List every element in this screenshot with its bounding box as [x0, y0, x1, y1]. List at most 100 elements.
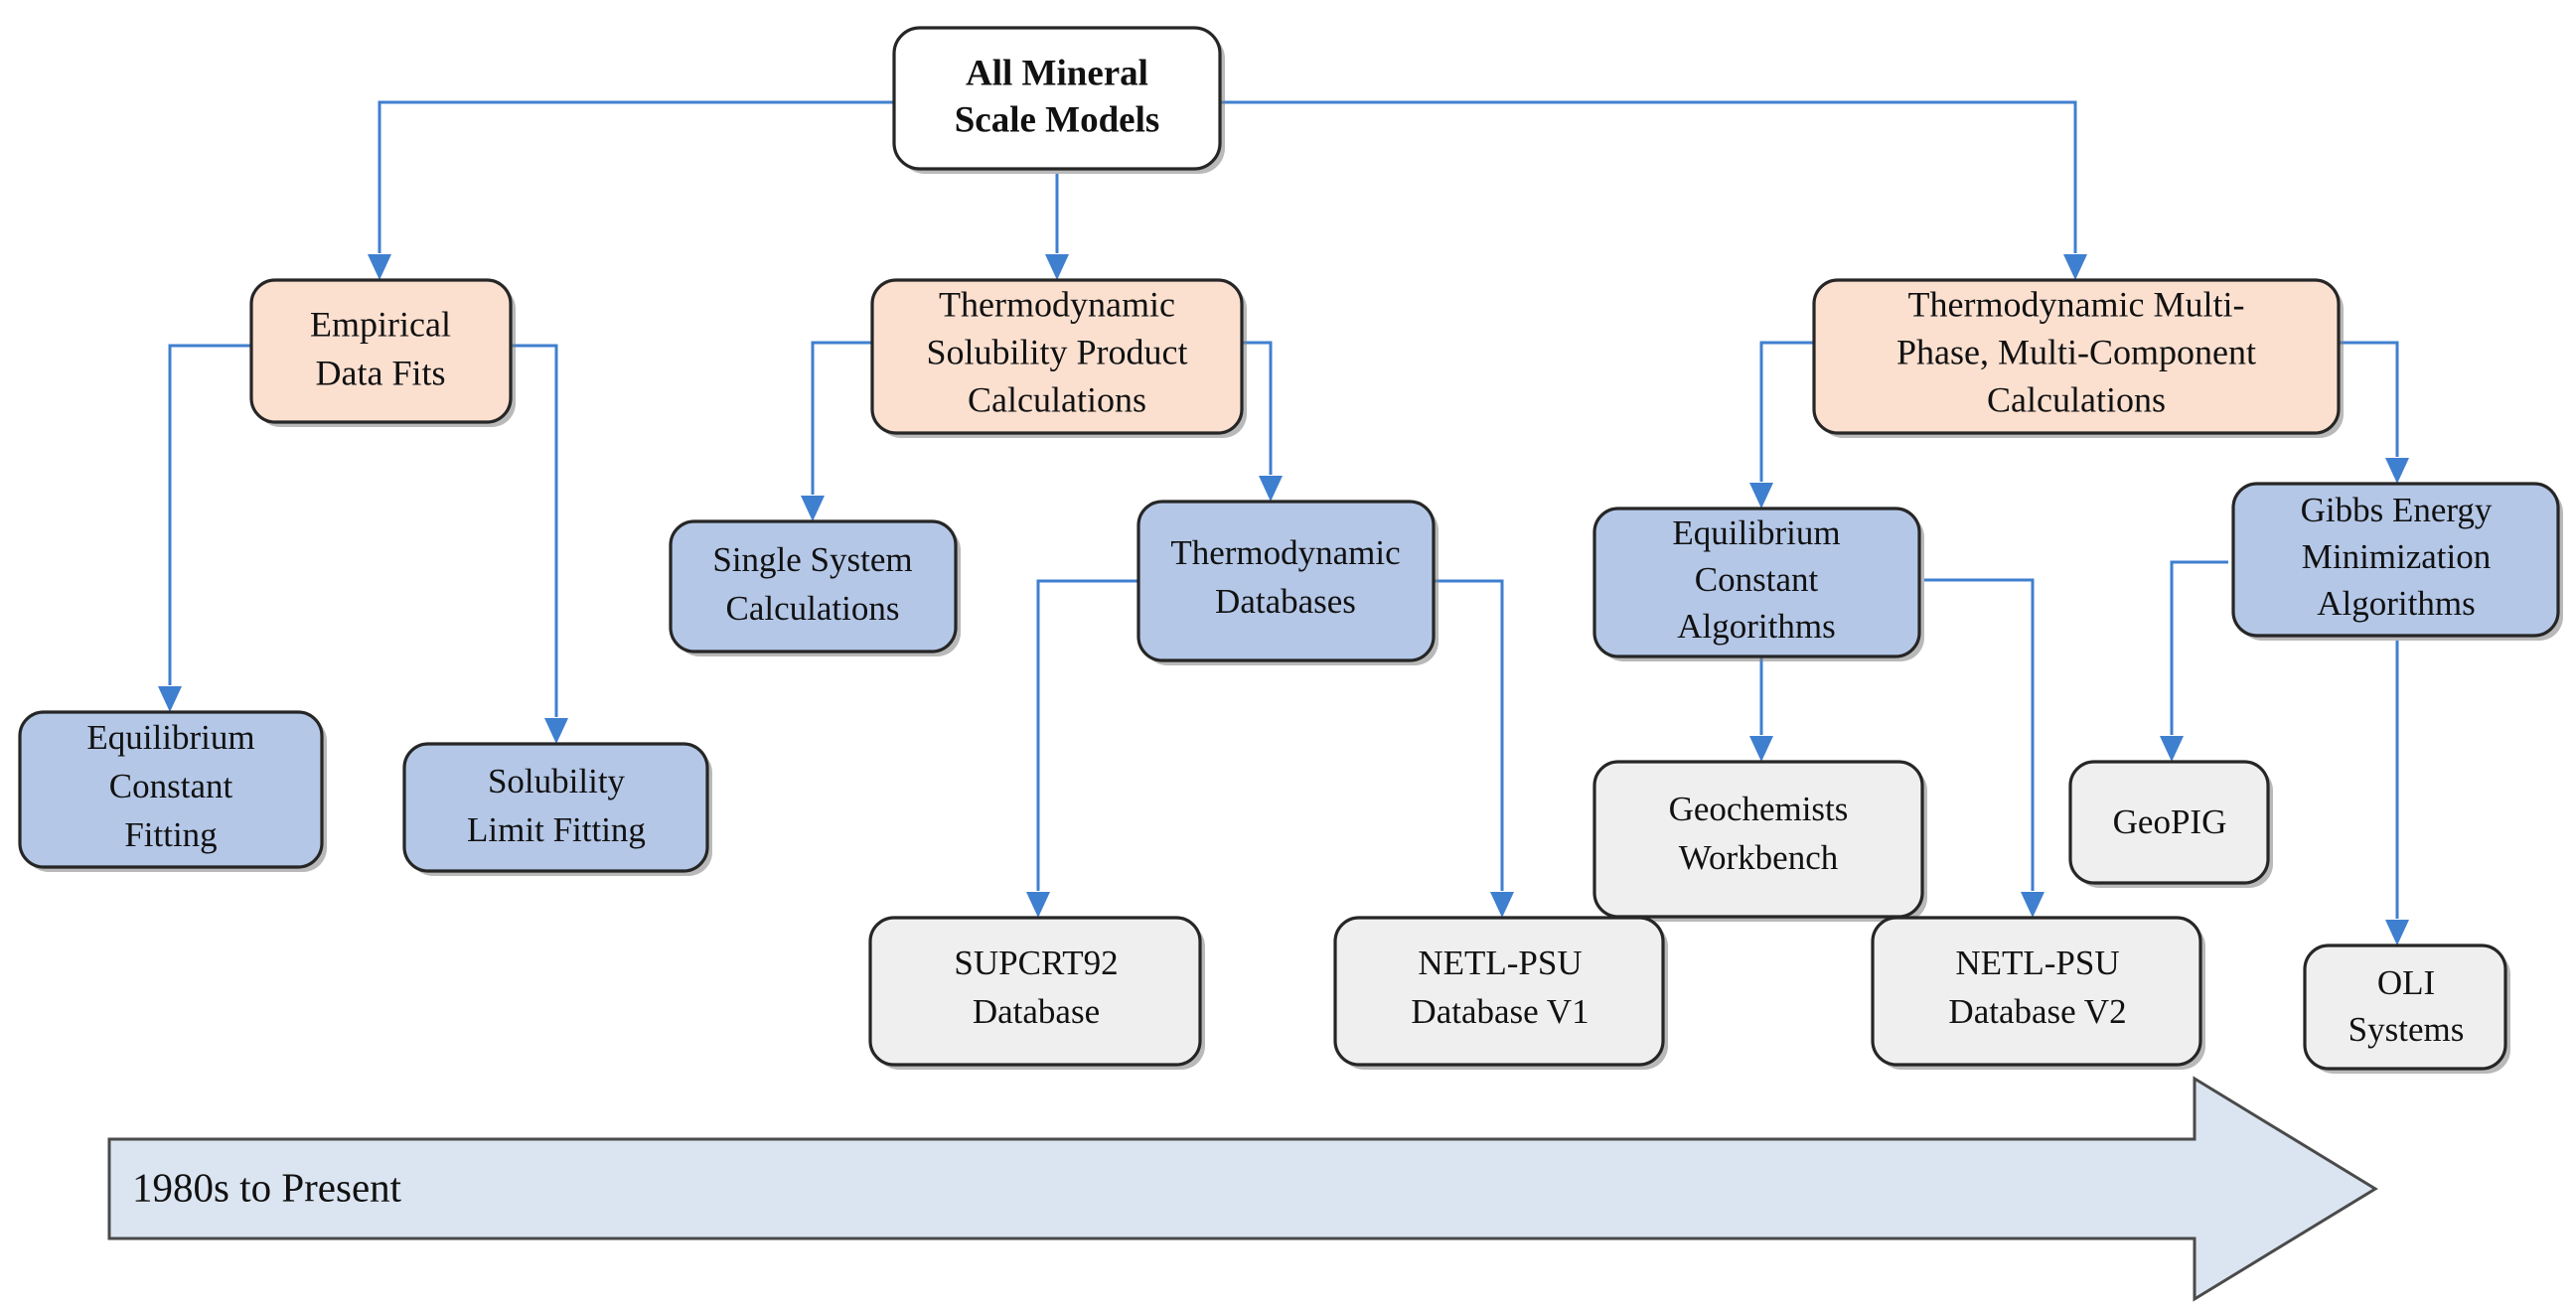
node-empirical-data-fits[interactable]: Empirical Data Fits	[249, 278, 516, 427]
arrowhead-gibbs-energy-minimization	[2385, 458, 2409, 484]
arrowhead-netl-psu-database-v1	[1490, 892, 1514, 918]
node-equilibrium-constant-algorithms[interactable]: Equilibrium Constant Algorithms	[1592, 507, 1924, 661]
arrowhead-netl-psu-database-v2	[2021, 892, 2045, 918]
edge-solubility-product-to-single-system	[811, 341, 872, 495]
node-label-line-2: Minimization	[2302, 537, 2492, 576]
node-label-line-2: Constant	[1695, 560, 1819, 599]
node-body[interactable]	[1333, 916, 1665, 1067]
edge-root-to-thermo-multiphase	[1220, 100, 2077, 253]
arrowhead-solubility-limit-fitting	[544, 718, 568, 744]
node-label-line-1: Equilibrium	[1672, 513, 1840, 552]
node-all-mineral-scale-models[interactable]: All Mineral Scale Models	[892, 26, 1225, 174]
edge-multiphase-to-equilibrium-constant-algorithms	[1759, 341, 1814, 482]
node-label-line-1: SUPCRT92	[954, 944, 1118, 982]
node-body[interactable]	[1136, 500, 1436, 662]
node-body[interactable]	[2068, 760, 2270, 885]
arrowhead-equilibrium-constant-algorithms	[1749, 483, 1773, 509]
node-solubility-limit-fitting[interactable]: Solubility Limit Fitting	[402, 742, 712, 876]
node-label-line-3: Calculations	[968, 379, 1146, 419]
edge-empirical-to-solubility-limit-fitting	[511, 344, 558, 717]
node-label-line-1: NETL-PSU	[1955, 944, 2119, 982]
node-label-line-1: Gibbs Energy	[2301, 491, 2493, 529]
node-thermodynamic-databases[interactable]: Thermodynamic Databases	[1136, 500, 1439, 665]
node-geopig[interactable]: GeoPIG	[2068, 760, 2273, 888]
arrowhead-geochemists-workbench	[1749, 736, 1773, 762]
arrowhead-empirical-data-fits	[368, 254, 391, 280]
node-netl-psu-database-v2[interactable]: NETL-PSU Database V2	[1871, 916, 2205, 1070]
node-body[interactable]	[249, 278, 513, 424]
node-label-line-1: Thermodynamic	[939, 284, 1175, 324]
arrowhead-oli-systems	[2385, 920, 2409, 945]
edge-eq-algorithms-to-netl-psu-v2	[1924, 578, 2035, 891]
edge-solubility-product-to-thermo-databases	[1242, 341, 1273, 475]
node-equilibrium-constant-fitting[interactable]: Equilibrium Constant Fitting	[18, 710, 327, 872]
node-body[interactable]	[2231, 482, 2560, 638]
node-label-line-1: OLI	[2377, 963, 2435, 1002]
node-body[interactable]	[1592, 507, 1921, 658]
edge-gibbs-to-geopig	[2170, 560, 2228, 735]
node-label-line-2: Limit Fitting	[467, 810, 646, 849]
timeline-banner: 1980s to Present	[107, 1076, 2378, 1302]
node-label-line-2: Constant	[109, 767, 233, 805]
node-label-line-2: Database	[973, 992, 1100, 1031]
node-label-line-1: Solubility	[488, 762, 626, 800]
arrowhead-thermo-multiphase	[2063, 254, 2087, 280]
node-body[interactable]	[402, 742, 709, 873]
connector-layer	[158, 100, 2409, 945]
node-body[interactable]	[868, 916, 1202, 1067]
arrowhead-thermodynamic-databases	[1259, 476, 1283, 502]
edge-multiphase-to-gibbs-energy-minimization	[2339, 341, 2399, 457]
node-label-line-3: Calculations	[1987, 379, 2166, 419]
node-label-line-2: Databases	[1215, 582, 1356, 621]
node-body[interactable]	[870, 278, 1244, 435]
node-body[interactable]	[892, 26, 1222, 171]
node-label-line-1: Thermodynamic	[1170, 533, 1400, 572]
arrowhead-supcrt92-database	[1026, 892, 1050, 918]
node-body[interactable]	[1592, 760, 1924, 919]
node-supcrt92-database[interactable]: SUPCRT92 Database	[868, 916, 1205, 1070]
node-thermodynamic-multi-phase-multi-component-calculations[interactable]: Thermodynamic Multi- Phase, Multi-Compon…	[1812, 278, 2344, 438]
node-label-line-3: Algorithms	[2317, 584, 2475, 623]
node-label-line-1: Single System	[712, 540, 912, 579]
node-body[interactable]	[1812, 278, 2341, 435]
node-label-line-1: Empirical	[310, 304, 451, 344]
node-label-line-2: Scale Models	[955, 99, 1160, 140]
node-label-line-1: NETL-PSU	[1418, 944, 1582, 982]
node-single-system-calculations[interactable]: Single System Calculations	[669, 519, 961, 656]
node-geochemists-workbench[interactable]: Geochemists Workbench	[1592, 760, 1927, 922]
node-label-line-2: Calculations	[726, 589, 900, 628]
timeline-arrow-shape	[107, 1076, 2378, 1302]
edge-thermo-databases-to-netl-psu-v1	[1434, 579, 1504, 891]
node-gibbs-energy-minimization-algorithms[interactable]: Gibbs Energy Minimization Algorithms	[2231, 482, 2563, 641]
arrowhead-single-system-calculations	[801, 496, 825, 521]
arrowhead-thermo-solubility-product	[1045, 254, 1069, 280]
node-body[interactable]	[1871, 916, 2202, 1067]
node-label-line-1: Equilibrium	[86, 718, 254, 757]
arrowhead-equilibrium-constant-fitting	[158, 686, 182, 712]
timeline-label: 1980s to Present	[132, 1164, 402, 1210]
edge-root-to-empirical-data-fits	[378, 100, 894, 253]
edge-thermo-databases-to-supcrt92	[1036, 579, 1138, 891]
node-label-line-3: Algorithms	[1677, 607, 1835, 646]
node-label-line-3: Fitting	[124, 815, 217, 854]
node-thermodynamic-solubility-product-calculations[interactable]: Thermodynamic Solubility Product Calcula…	[870, 278, 1247, 438]
node-body[interactable]	[669, 519, 958, 654]
node-body[interactable]	[2303, 944, 2507, 1071]
node-label-line-1: Geochemists	[1669, 790, 1849, 828]
node-body[interactable]	[18, 710, 324, 869]
node-oli-systems[interactable]: OLI Systems	[2303, 944, 2510, 1074]
node-label-line-1: All Mineral	[966, 53, 1148, 93]
node-label-line-2: Database V1	[1411, 992, 1589, 1031]
node-label-line-2: Systems	[2349, 1010, 2465, 1049]
arrowhead-geopig	[2160, 736, 2184, 762]
node-label-line-2: Solubility Product	[926, 332, 1187, 371]
node-netl-psu-database-v1[interactable]: NETL-PSU Database V1	[1333, 916, 1668, 1070]
node-label-line-2: Data Fits	[316, 353, 446, 392]
node-label-line-1: GeoPIG	[2113, 802, 2227, 841]
node-label-line-2: Phase, Multi-Component	[1896, 332, 2256, 371]
node-label-line-1: Thermodynamic Multi-	[1908, 284, 2245, 324]
node-label-line-2: Workbench	[1679, 838, 1839, 877]
node-label-line-2: Database V2	[1948, 992, 2126, 1031]
